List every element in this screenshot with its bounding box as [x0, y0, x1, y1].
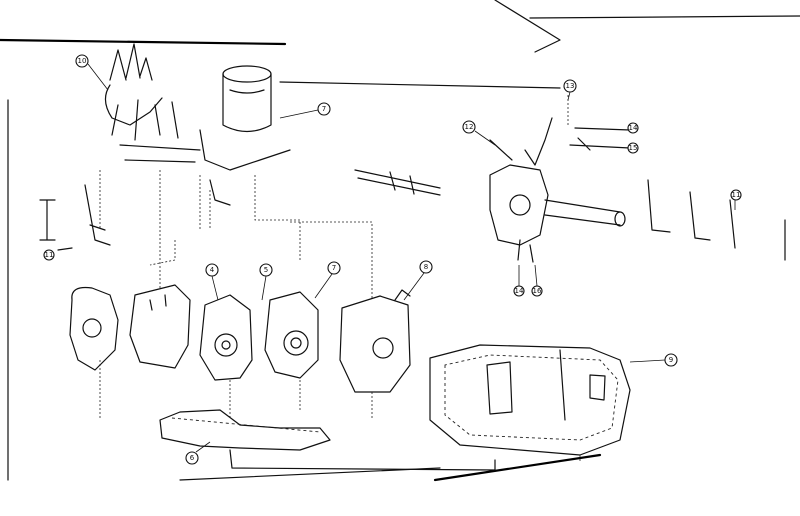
callout-6: 6	[185, 441, 211, 465]
pump-body-2	[129, 284, 191, 369]
callout-7-mid: 7	[314, 261, 341, 299]
callout-label: 15	[629, 144, 638, 152]
callout-label: 11	[45, 251, 54, 259]
callout-13: 13	[563, 79, 577, 101]
callout-label: 14	[629, 124, 638, 132]
callout-label: 7	[322, 105, 326, 113]
callout-label: 12	[465, 123, 474, 131]
callout-14-top: 14	[627, 122, 639, 134]
shaft	[354, 169, 441, 196]
callout-label: 4	[210, 266, 215, 274]
callout-label: 10	[78, 57, 87, 65]
callout-5: 5	[259, 263, 273, 301]
callout-12: 12	[462, 120, 496, 146]
callout-label: 13	[566, 82, 575, 90]
callout-10: 10	[75, 54, 109, 91]
callout-7-top: 7	[279, 102, 331, 119]
canister	[199, 65, 301, 260]
callout-label: 9	[669, 356, 673, 364]
actuator-assembly	[489, 95, 736, 263]
callout-label: 7	[332, 264, 336, 272]
pump-body-1	[69, 286, 119, 371]
border-lines	[0, 0, 800, 482]
callout-label: 14	[515, 287, 524, 295]
callout-9: 9	[629, 353, 678, 367]
gear-bodies	[69, 284, 411, 420]
gear-housing-8	[339, 289, 411, 393]
gear-plate-4	[199, 294, 253, 381]
callout-label: 16	[533, 287, 542, 295]
callout-label: 11	[732, 191, 741, 199]
callout-15: 15	[627, 142, 639, 154]
callout-11-left: 11	[43, 249, 55, 261]
callout-14-bottom: 14	[513, 265, 525, 297]
callout-8: 8	[403, 260, 433, 301]
callout-11-bolt: 11	[730, 189, 742, 210]
base-manifold	[159, 409, 496, 471]
callout-label: 6	[190, 454, 195, 462]
gear-plate-5	[264, 291, 319, 379]
cover-housing	[429, 344, 631, 471]
callout-4: 4	[205, 263, 219, 301]
callout-label: 8	[424, 263, 428, 271]
callout-16: 16	[531, 264, 543, 297]
callouts: 10 7 12 13 14 15 4	[43, 54, 742, 465]
connection-lines	[149, 221, 581, 462]
callout-label: 5	[264, 266, 268, 274]
injector-cluster	[99, 43, 201, 290]
left-bracket	[39, 184, 111, 251]
